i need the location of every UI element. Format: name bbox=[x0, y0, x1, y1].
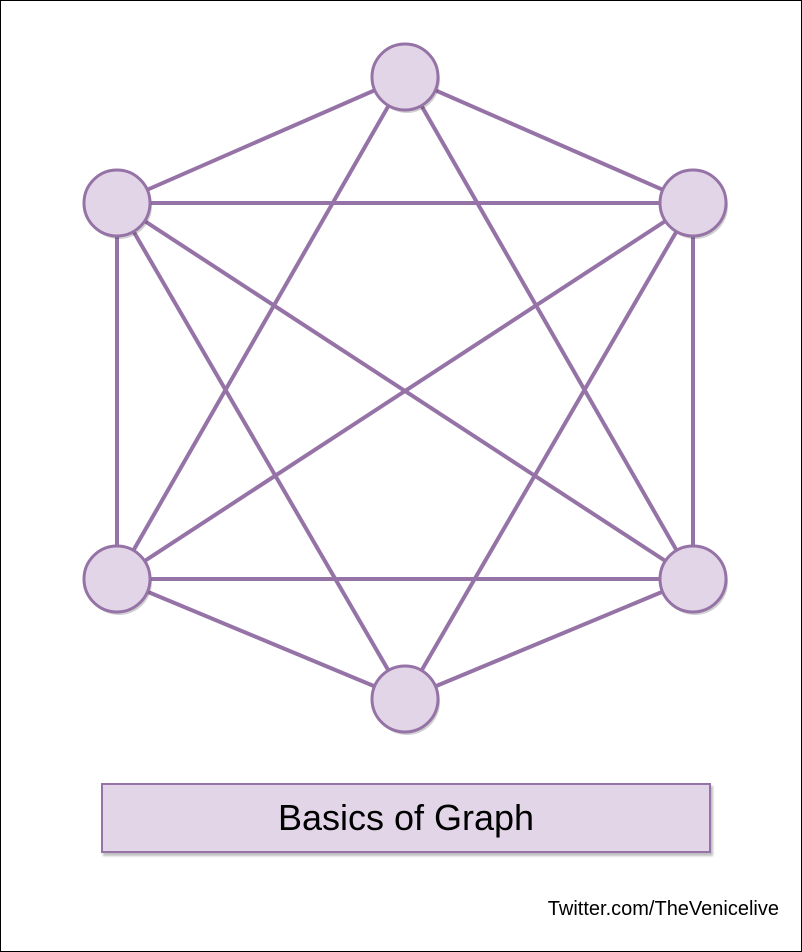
node-lower-left bbox=[82, 544, 152, 614]
edge-top-upper-right bbox=[404, 75, 694, 205]
edge-upper-right-bottom bbox=[403, 201, 695, 701]
edge-top-lower-right bbox=[403, 76, 695, 580]
node-top bbox=[370, 42, 440, 112]
title-box: Basics of Graph bbox=[101, 783, 711, 853]
edges-layer bbox=[115, 75, 695, 701]
nodes-layer bbox=[82, 42, 728, 735]
node-upper-right bbox=[658, 168, 728, 238]
node-upper-left bbox=[82, 168, 152, 238]
edge-lower-right-bottom bbox=[404, 577, 694, 701]
edge-upper-right-lower-left bbox=[115, 201, 695, 581]
edge-upper-left-bottom bbox=[115, 201, 407, 701]
diagram-title: Basics of Graph bbox=[277, 797, 535, 838]
credit-text: Twitter.com/TheVenicelive bbox=[547, 898, 779, 920]
edge-lower-left-bottom bbox=[116, 577, 406, 701]
edge-top-upper-left bbox=[116, 75, 406, 205]
edge-top-lower-left bbox=[115, 76, 407, 580]
node-bottom bbox=[370, 664, 440, 734]
node-lower-right bbox=[658, 544, 728, 614]
